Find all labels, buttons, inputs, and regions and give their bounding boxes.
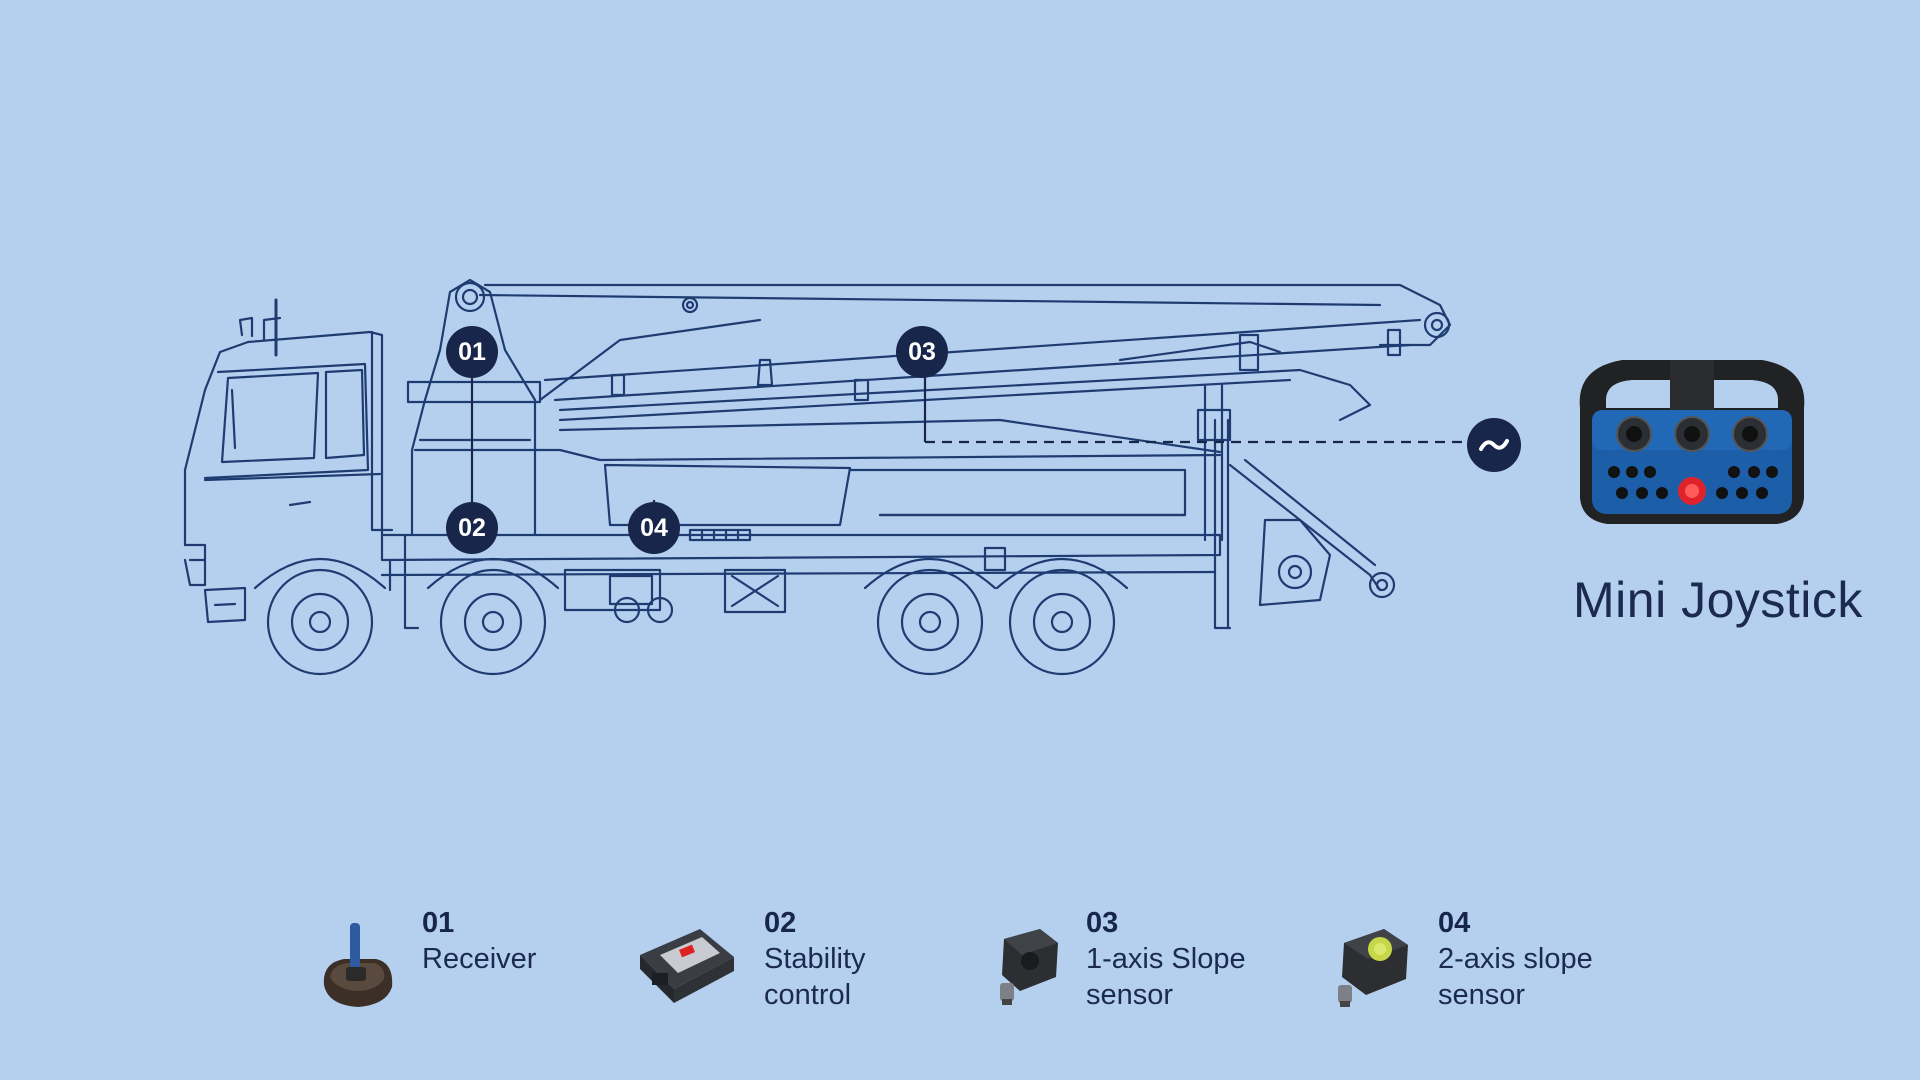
legend-item-stability-control[interactable]: 02 Stability control xyxy=(630,905,866,1015)
mini-joystick-title: Mini Joystick xyxy=(1573,572,1863,628)
marker-04[interactable]: 04 xyxy=(628,502,680,554)
legend-number: 02 xyxy=(764,907,797,939)
legend-label-line1: Stability xyxy=(764,943,866,975)
stability-control-icon xyxy=(640,929,734,1003)
marker-01[interactable]: 01 xyxy=(446,326,498,378)
legend-label-line2: control xyxy=(764,979,852,1011)
legend-item-1-axis-slope-sensor[interactable]: 03 1-axis Slope sensor xyxy=(990,905,1246,1013)
marker-02[interactable]: 02 xyxy=(446,502,498,554)
legend-label-line1: 1-axis Slope xyxy=(1086,943,1246,975)
slope-sensor-2axis-icon xyxy=(1338,929,1408,1007)
legend-label-line1: 2-axis slope xyxy=(1438,943,1593,975)
legend-label-line2: sensor xyxy=(1086,979,1174,1011)
legend-label-line1: Receiver xyxy=(422,943,537,975)
mini-joystick-controller-icon xyxy=(1579,360,1805,524)
legend-number: 04 xyxy=(1438,907,1471,939)
legend-item-receiver[interactable]: 01 Receiver xyxy=(316,905,536,1013)
wireless-signal-icon xyxy=(1467,418,1521,472)
slope-sensor-1axis-icon xyxy=(1000,929,1058,1005)
legend-number: 01 xyxy=(422,907,455,939)
legend-label-line2: sensor xyxy=(1438,979,1526,1011)
marker-03[interactable]: 03 xyxy=(896,326,948,378)
legend-number: 03 xyxy=(1086,907,1119,939)
receiver-icon xyxy=(323,923,393,1007)
legend-item-2-axis-slope-sensor[interactable]: 04 2-axis slope sensor xyxy=(1330,905,1593,1013)
